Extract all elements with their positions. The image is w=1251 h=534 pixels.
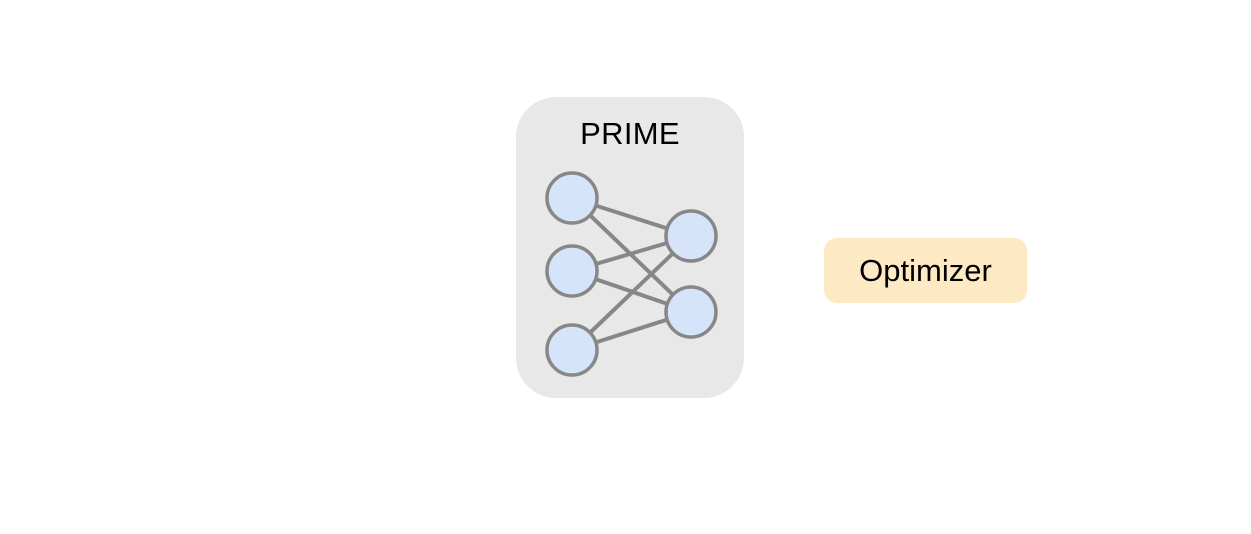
prime-module-title: PRIME xyxy=(580,116,680,151)
edge-i3-o1 xyxy=(570,234,693,352)
input-node-2 xyxy=(545,244,599,298)
output-layer-nodes xyxy=(664,209,718,339)
optimizer-label: Optimizer xyxy=(859,253,992,288)
prime-module-card: PRIME xyxy=(516,97,744,398)
input-node-1 xyxy=(545,171,599,225)
output-node-2 xyxy=(664,285,718,339)
input-node-3 xyxy=(545,323,599,377)
output-node-1 xyxy=(664,209,718,263)
input-layer-nodes xyxy=(545,171,599,377)
neural-network-graphic xyxy=(545,171,718,377)
optimizer-badge[interactable]: Optimizer xyxy=(824,238,1027,303)
